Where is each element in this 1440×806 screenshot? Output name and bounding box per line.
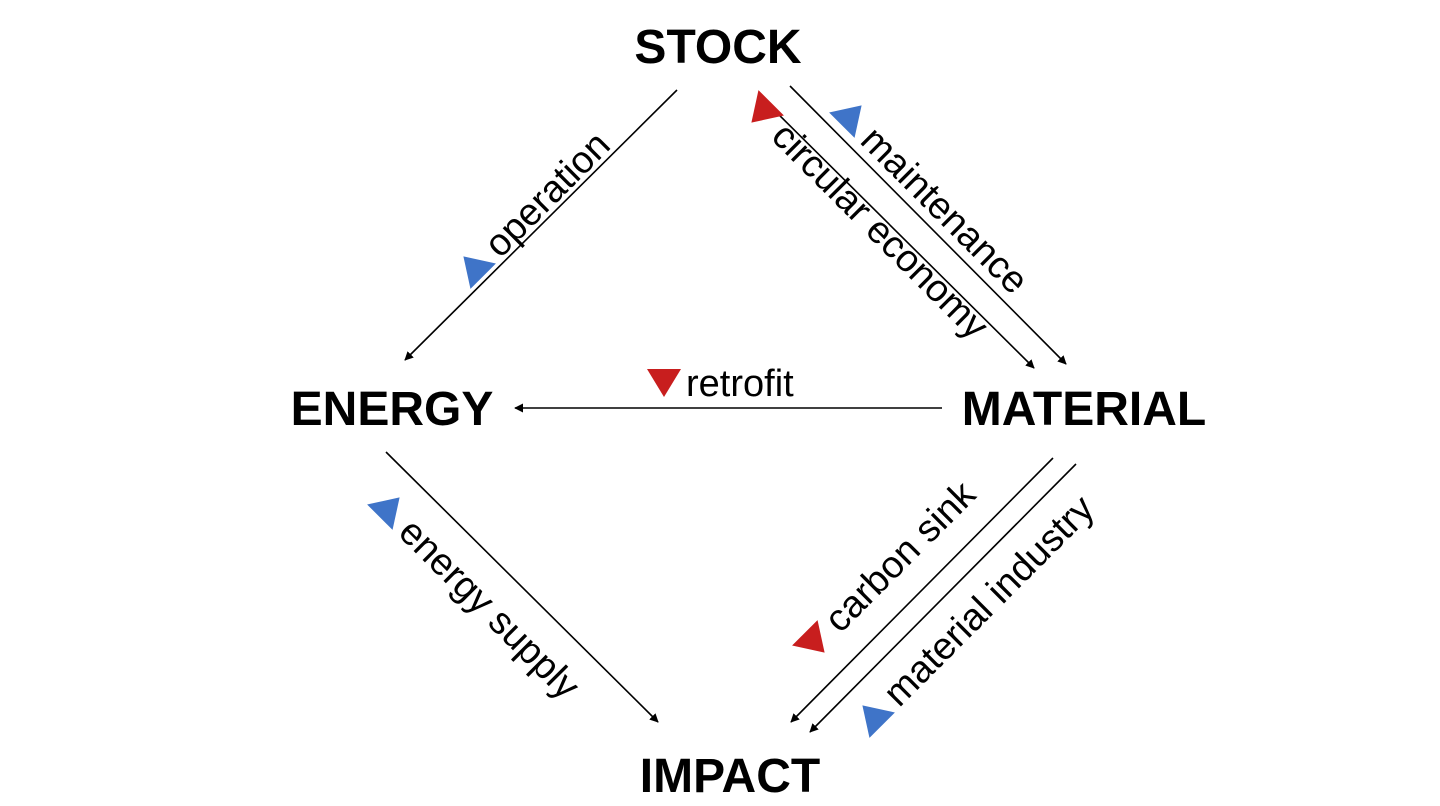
arrow-circular-economy: [761, 97, 1035, 369]
node-stock: STOCK: [634, 21, 801, 74]
node-energy: ENERGY: [291, 383, 494, 436]
triangle-down-icon: [647, 369, 681, 397]
triangle-up-icon: [463, 256, 496, 289]
arrow-carbon-sink: [790, 457, 1054, 723]
arrow-energy-supply: [385, 451, 659, 723]
node-material: MATERIAL: [962, 383, 1206, 436]
edge-operation: operation: [463, 124, 619, 289]
edge-retrofit: retrofit: [647, 363, 794, 405]
triangle-up-icon: [862, 705, 895, 738]
arrow-material-industry: [809, 463, 1077, 733]
edge-energy-supply: energy supply: [367, 497, 587, 708]
edge-label-retrofit: retrofit: [686, 363, 794, 405]
arrow-maintenance: [789, 85, 1067, 365]
triangle-up-icon: [367, 497, 400, 530]
edge-label-operation: operation: [477, 124, 619, 266]
triangle-down-icon: [751, 90, 784, 123]
edge-material-industry: material industry: [862, 488, 1103, 738]
triangle-up-icon: [829, 105, 862, 138]
edge-label-energy-supply: energy supply: [390, 511, 587, 708]
node-impact: IMPACT: [640, 750, 820, 803]
triangle-down-icon: [792, 620, 825, 653]
arrow-operation: [404, 89, 678, 361]
